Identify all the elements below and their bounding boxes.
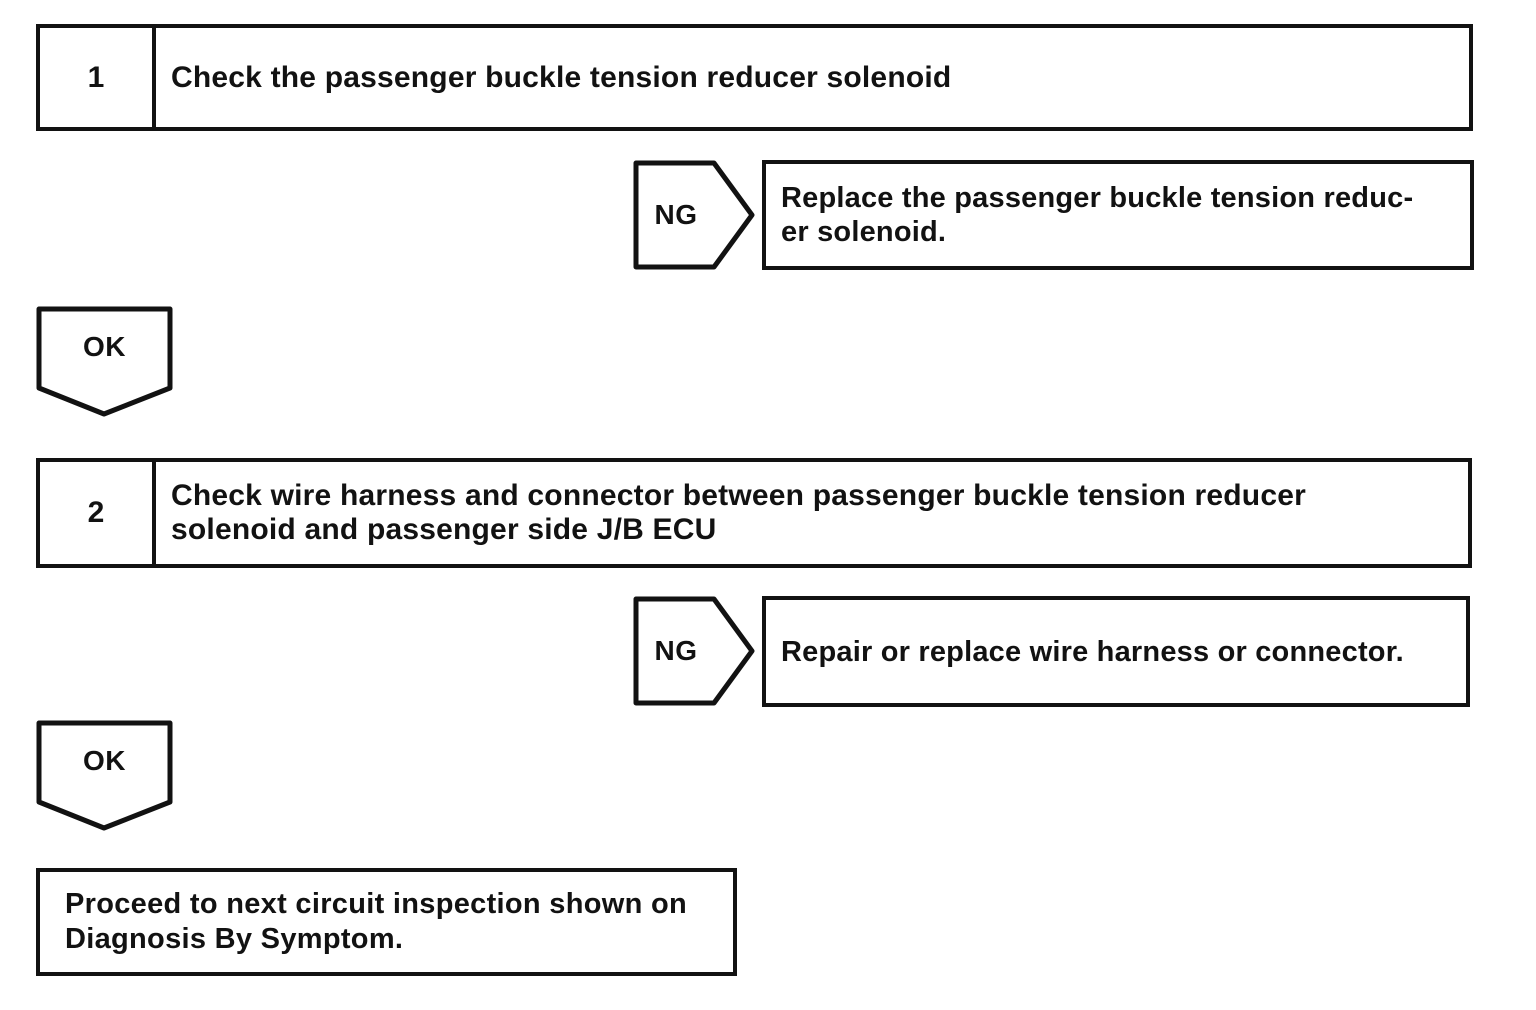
step-1-ok-label: OK xyxy=(83,331,126,362)
step-1-ng-action-box: Replace the passenger buckle tension red… xyxy=(762,160,1474,270)
ok-down-arrow-icon xyxy=(36,720,173,831)
step-2-ng-label: NG xyxy=(654,635,698,666)
step-1-ng-label: NG xyxy=(654,199,698,230)
step-1-ng-arrow: NG xyxy=(633,160,755,270)
ok-down-arrow-icon xyxy=(36,306,173,417)
step-1-box: 1 Check the passenger buckle tension red… xyxy=(36,24,1473,131)
step-1-ng-action-text: Replace the passenger buckle tension red… xyxy=(781,182,1414,248)
result-box: Proceed to next circuit inspection shown… xyxy=(36,868,737,976)
step-2-ng-arrow: NG xyxy=(633,596,755,706)
ng-right-arrow-icon xyxy=(633,596,755,706)
step-2-ng-action-text: Repair or replace wire harness or connec… xyxy=(781,635,1404,668)
step-2-ok-arrow: OK xyxy=(36,720,173,832)
step-1-ok-arrow: OK xyxy=(36,306,173,418)
result-text: Proceed to next circuit inspection shown… xyxy=(65,888,687,955)
step-2-instruction: Check wire harness and connector between… xyxy=(171,479,1306,546)
step-2-ng-action-box: Repair or replace wire harness or connec… xyxy=(762,596,1470,707)
step-2-box: 2 Check wire harness and connector betwe… xyxy=(36,458,1472,568)
step-1-number: 1 xyxy=(40,28,156,127)
step-2-number: 2 xyxy=(40,462,156,564)
ng-right-arrow-icon xyxy=(633,160,755,270)
step-2-ok-label: OK xyxy=(83,745,126,776)
step-1-instruction: Check the passenger buckle tension reduc… xyxy=(171,60,952,94)
